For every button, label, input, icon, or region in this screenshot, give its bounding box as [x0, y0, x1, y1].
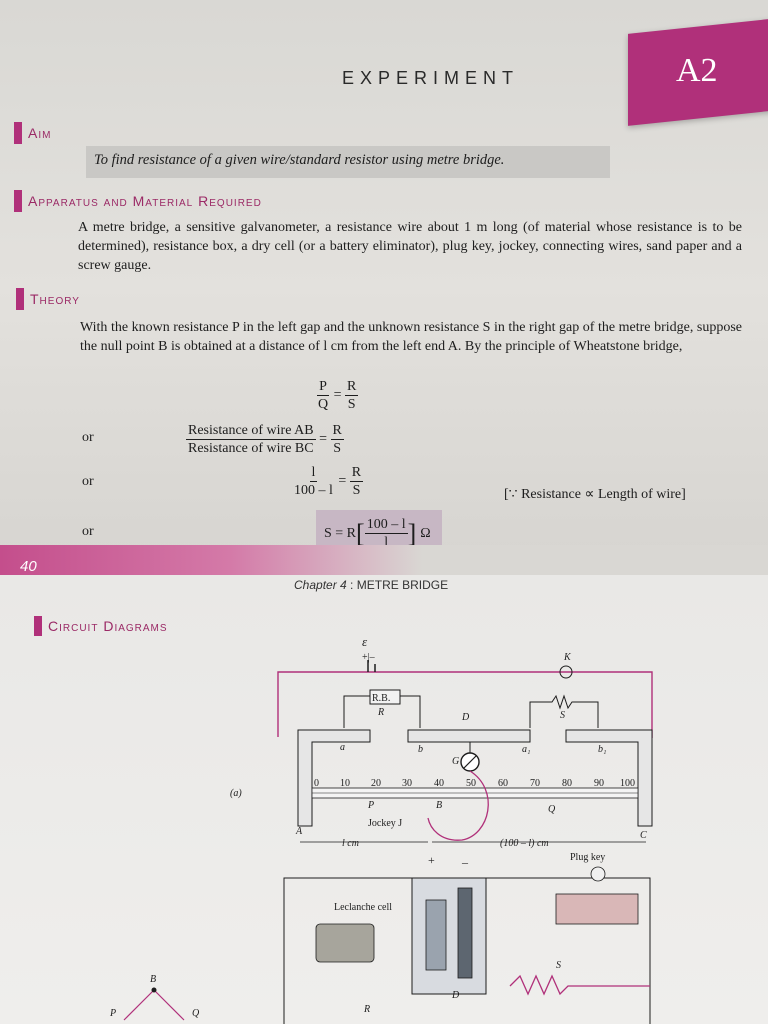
aim-highlight	[86, 146, 610, 178]
battery-sign: +|–	[362, 652, 376, 663]
theory-heading: Theory	[16, 288, 80, 310]
scale-labels: 0 10 20 30 40 50 60 70 80 90 100	[314, 778, 635, 789]
footer-band	[0, 545, 768, 575]
key-symbol	[559, 665, 573, 679]
emf-label: ε	[362, 634, 368, 649]
scale-60: 60	[498, 778, 508, 789]
experiment-label: EXPERIMENT	[342, 68, 520, 88]
scale-90: 90	[594, 778, 604, 789]
rb-wire-right	[400, 695, 421, 728]
leclanche-cell	[411, 877, 487, 995]
bridge-b-label: B	[150, 974, 156, 985]
key-label: K	[563, 652, 572, 663]
plus-sign: +	[428, 853, 435, 867]
plug-key-icon	[590, 866, 606, 882]
theory-intro: With the known resistance P in the left …	[80, 320, 742, 354]
circuit-heading: Circuit Diagrams	[34, 616, 168, 636]
plug-key-base	[555, 893, 639, 925]
aim-heading: Aim	[14, 122, 51, 144]
scale-20: 20	[371, 778, 381, 789]
scale-40: 40	[434, 778, 444, 789]
proportionality-note: [∵ Resistance ∝ Length of wire]	[504, 487, 686, 502]
practical-r-label: R	[363, 1004, 370, 1015]
or-label-3: or	[82, 474, 94, 489]
scale-30: 30	[402, 778, 412, 789]
right-length-label: (100 – l) cm	[500, 838, 549, 849]
battery-symbol	[367, 660, 376, 672]
bb-label: B	[436, 800, 442, 811]
jockey-label: Jockey J	[368, 818, 402, 829]
apparatus-text: A metre bridge, a sensitive galvanometer…	[78, 220, 742, 273]
s-label: S	[560, 710, 565, 721]
leclanche-label: Leclanche cell	[334, 902, 392, 913]
b-label: b	[418, 744, 423, 755]
practical-resistor	[509, 974, 650, 996]
page-top: A2 EXPERIMENT Aim To find resistance of …	[0, 0, 768, 575]
bridge-p-label: P	[109, 1008, 116, 1019]
chapter-line: Chapter 4 : METRE BRIDGE	[294, 578, 449, 592]
bridge-node-b	[151, 987, 157, 993]
page-number: 40	[20, 558, 37, 575]
circuit-diagram: ε +|– K R.B. R S D a b a₁ b₁ G 0 10 20 3…	[109, 634, 653, 1024]
q-label: Q	[548, 804, 556, 815]
unknown-resistor	[529, 694, 599, 728]
experiment-code: A2	[676, 52, 718, 89]
practical-s-label: S	[556, 960, 561, 971]
scale-80: 80	[562, 778, 572, 789]
left-length-label: l cm	[342, 838, 359, 849]
rb-wire-left	[343, 695, 370, 728]
scale-100: 100	[620, 778, 635, 789]
p-label: P	[367, 800, 374, 811]
apparatus-heading: Apparatus and Material Required	[14, 190, 262, 212]
r-label: R	[377, 707, 384, 718]
bridge-q-label: Q	[192, 1008, 200, 1019]
or-label-2: or	[82, 430, 94, 445]
aim-text: To find resistance of a given wire/stand…	[94, 152, 505, 168]
g-label: G	[452, 756, 459, 767]
b1-label: b₁	[598, 744, 606, 755]
jockey-wire	[427, 770, 489, 841]
scale-0: 0	[314, 778, 319, 789]
minus-sign: –	[461, 855, 469, 869]
resistance-box-photo	[315, 923, 375, 963]
plug-key-label: Plug key	[570, 852, 605, 863]
a1-label: a₁	[522, 744, 530, 755]
resistance-box	[369, 689, 401, 705]
d-label: D	[461, 712, 470, 723]
end-c-label: C	[640, 830, 647, 841]
wheatstone-bridge	[123, 989, 185, 1021]
scale-10: 10	[340, 778, 350, 789]
practical-d-label: D	[451, 990, 460, 1001]
a-label: a	[340, 742, 345, 753]
scale-50: 50	[466, 778, 476, 789]
end-a-label: A	[295, 826, 303, 837]
or-label-4: or	[82, 524, 94, 539]
copper-strips	[297, 729, 653, 827]
fig-a-label: (a)	[230, 788, 242, 799]
rb-label: R.B.	[372, 693, 390, 704]
scale-70: 70	[530, 778, 540, 789]
